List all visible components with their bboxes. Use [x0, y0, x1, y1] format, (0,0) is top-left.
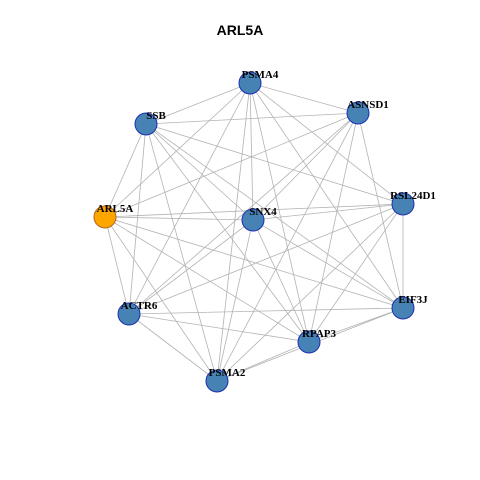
edge-rsl24d1-snx4	[252, 203, 404, 221]
node-rpap3	[297, 330, 321, 354]
edge-ssb-arl5a	[104, 123, 147, 218]
node-psma4	[238, 71, 262, 95]
edge-asnsd1-rpap3	[308, 112, 359, 343]
edge-psma4-psma2	[216, 82, 251, 382]
edge-psma4-rsl24d1	[249, 82, 404, 205]
node-asnsd1	[346, 101, 370, 125]
node-label-asnsd1: ASNSD1	[347, 99, 389, 111]
edge-psma4-asnsd1	[249, 82, 359, 114]
edge-actr6-rpap3	[128, 313, 310, 343]
node-label-rpap3: RPAP3	[302, 328, 337, 340]
edge-psma4-rpap3	[249, 82, 310, 343]
node-label-psma2: PSMA2	[209, 367, 246, 379]
edge-actr6-psma2	[128, 313, 218, 382]
edge-asnsd1-snx4	[252, 112, 359, 221]
graph-title: ARL5A	[216, 22, 264, 38]
node-label-actr6: ACTR6	[121, 300, 158, 312]
edge-eif3j-actr6	[128, 307, 404, 315]
edge-psma4-eif3j	[249, 82, 404, 309]
edge-snx4-eif3j	[252, 219, 404, 309]
edge-asnsd1-actr6	[128, 112, 359, 315]
edge-psma4-ssb	[145, 82, 251, 125]
node-eif3j	[391, 296, 415, 320]
edge-arl5a-snx4	[104, 216, 254, 221]
edge-arl5a-psma2	[104, 216, 218, 382]
edge-arl5a-rpap3	[104, 216, 310, 343]
edge-ssb-snx4	[145, 123, 254, 221]
edge-rpap3-psma2	[216, 341, 310, 382]
node-actr6	[117, 302, 141, 326]
edge-psma4-arl5a	[104, 82, 251, 218]
node-label-ssb: SSB	[146, 110, 166, 122]
edge-ssb-actr6	[128, 123, 147, 315]
edge-arl5a-eif3j	[104, 216, 404, 309]
node-label-arl5a: ARL5A	[97, 203, 134, 215]
node-rsl24d1	[391, 192, 415, 216]
edge-arl5a-actr6	[104, 216, 130, 315]
edge-ssb-rsl24d1	[145, 123, 404, 205]
node-label-snx4: SNX4	[249, 206, 277, 218]
edge-rsl24d1-rpap3	[308, 203, 404, 343]
edge-rsl24d1-psma2	[216, 203, 404, 382]
node-layer	[93, 71, 415, 393]
edge-ssb-psma2	[145, 123, 218, 382]
node-snx4	[241, 208, 265, 232]
node-label-rsl24d1: RSL24D1	[390, 190, 436, 202]
node-psma2	[205, 369, 229, 393]
edge-rsl24d1-actr6	[128, 203, 404, 315]
node-ssb	[134, 112, 158, 136]
edge-eif3j-rpap3	[308, 307, 404, 343]
edge-ssb-rpap3	[145, 123, 310, 343]
edge-snx4-actr6	[128, 219, 254, 315]
edge-snx4-psma2	[216, 219, 254, 382]
edge-layer	[104, 82, 404, 382]
edge-asnsd1-psma2	[216, 112, 359, 382]
edge-snx4-rpap3	[252, 219, 310, 343]
node-label-eif3j: EIF3J	[398, 294, 428, 306]
node-arl5a	[93, 205, 117, 229]
edge-asnsd1-eif3j	[357, 112, 404, 309]
edge-asnsd1-ssb	[145, 112, 359, 125]
edge-psma4-actr6	[128, 82, 251, 315]
edge-psma4-snx4	[249, 82, 254, 221]
node-label-psma4: PSMA4	[242, 69, 279, 81]
edge-ssb-eif3j	[145, 123, 404, 309]
edge-asnsd1-arl5a	[104, 112, 359, 218]
